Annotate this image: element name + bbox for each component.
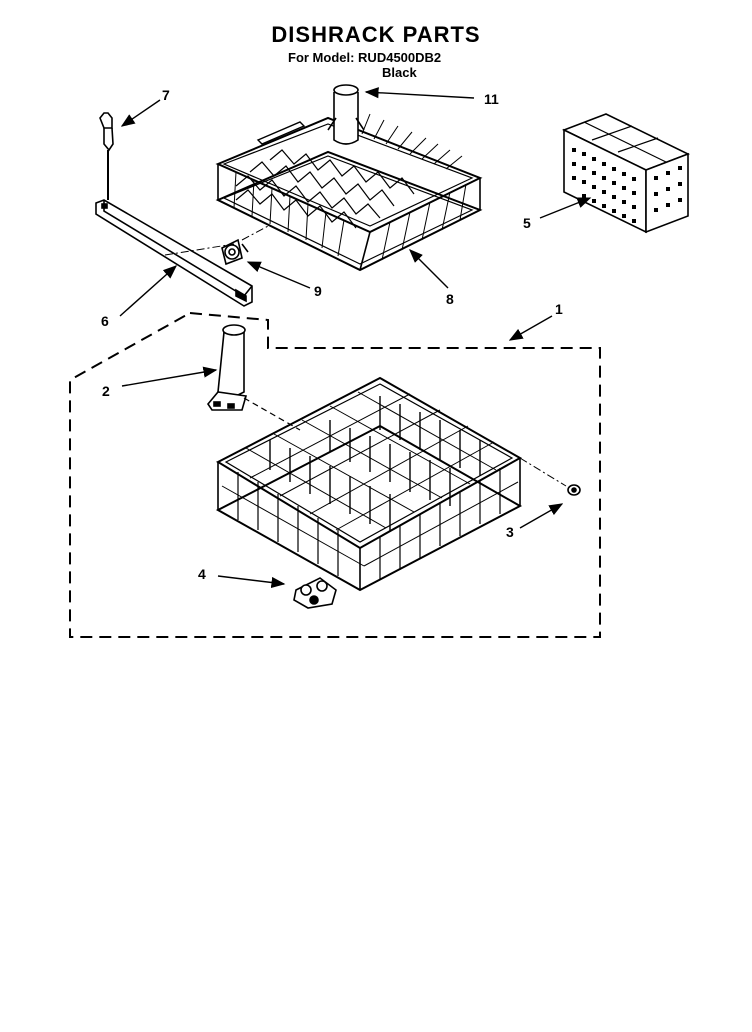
- callout-5: 5: [523, 215, 531, 231]
- part-4-wheel-assembly: [293, 577, 337, 609]
- dashdot-6-9: [164, 243, 235, 256]
- part-7-clip: [99, 112, 114, 200]
- part-9-wheel: [221, 238, 249, 266]
- callout-8: 8: [446, 291, 454, 307]
- assembly-boundary: [69, 311, 601, 638]
- color-line: Black: [382, 65, 417, 80]
- part-8-upper-rack: [215, 109, 483, 272]
- callout-9: 9: [314, 283, 322, 299]
- dashdot-9-8: [241, 224, 271, 241]
- callout-3: 3: [506, 524, 514, 540]
- part-5-basket: [561, 113, 691, 234]
- part-6-rail: [95, 199, 253, 307]
- part-11-tube: [327, 84, 365, 145]
- page-title: DISHRACK PARTS: [271, 22, 481, 47]
- leader-lines: [119, 87, 592, 589]
- callout-11: 11: [484, 91, 499, 107]
- lower-rack: [215, 376, 523, 592]
- model-line: For Model: RUD4500DB2: [288, 50, 442, 65]
- part-3-wheel: [567, 484, 581, 496]
- dashdot-rack-3: [519, 457, 567, 487]
- callout-4: 4: [198, 566, 206, 582]
- part-2-tube: [207, 324, 248, 411]
- callout-6: 6: [101, 313, 109, 329]
- callout-2: 2: [102, 383, 110, 399]
- callout-1: 1: [555, 301, 563, 317]
- dashed-2-rack: [243, 397, 301, 431]
- callout-7: 7: [162, 87, 170, 103]
